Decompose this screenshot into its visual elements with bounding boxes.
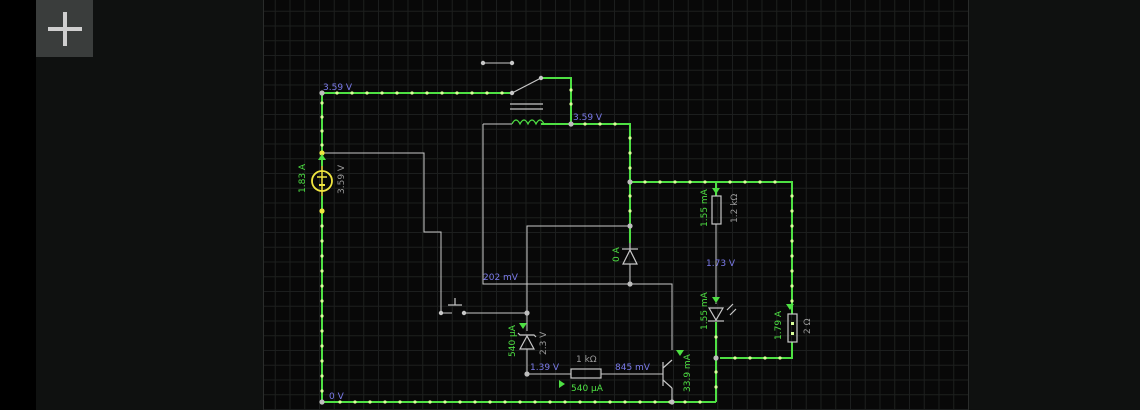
label-load-current: 1.79 A bbox=[774, 310, 784, 340]
load-resistor bbox=[786, 304, 798, 343]
label-battery-current: 1.83 A bbox=[298, 163, 308, 193]
label-right-node-voltage: 845 mV bbox=[615, 363, 651, 373]
battery-source bbox=[311, 150, 333, 214]
diode bbox=[622, 243, 638, 265]
zener-diode bbox=[517, 332, 537, 350]
plus-icon bbox=[47, 11, 82, 46]
label-resistor1-value: 1.2 kΩ bbox=[730, 194, 740, 223]
relay-switch bbox=[510, 77, 545, 126]
zener-current-arrow bbox=[519, 323, 527, 329]
left-panel bbox=[36, 0, 263, 410]
transistor-current-arrow bbox=[676, 350, 684, 356]
label-base-node-voltage: 202 mV bbox=[483, 273, 519, 283]
label-resistor2-current: 540 µA bbox=[571, 384, 604, 394]
label-diode-current: 0 A bbox=[612, 246, 622, 262]
circuit-canvas[interactable] bbox=[263, 0, 969, 410]
label-ground-voltage: 0 V bbox=[329, 392, 345, 402]
label-zener-current: 540 µA bbox=[508, 324, 518, 357]
switch-contacts bbox=[480, 60, 544, 96]
resistor-1-2k bbox=[711, 188, 722, 225]
label-led-current: 1.55 mA bbox=[700, 291, 710, 330]
led bbox=[707, 303, 737, 322]
add-component-button[interactable] bbox=[36, 0, 93, 57]
push-button-contacts bbox=[438, 310, 467, 316]
label-zener-value: 2.3 V bbox=[539, 331, 549, 355]
left-edge bbox=[0, 0, 36, 410]
resistor-1k bbox=[559, 368, 602, 388]
label-battery-voltage: 3.59 V bbox=[337, 164, 347, 194]
right-panel bbox=[969, 0, 1140, 410]
junction-nodes bbox=[319, 90, 719, 405]
label-coil-voltage: 3.59 V bbox=[573, 113, 603, 123]
label-transistor-current: 33.9 mA bbox=[683, 353, 693, 392]
label-resistor2-value: 1 kΩ bbox=[576, 355, 597, 365]
label-mid-node-voltage: 1.73 V bbox=[706, 259, 736, 269]
active-wires bbox=[321, 77, 793, 403]
led-current-arrow bbox=[712, 297, 720, 303]
label-resistor1-current: 1.55 mA bbox=[700, 188, 710, 227]
label-top-left-voltage: 3.59 V bbox=[323, 83, 353, 93]
npn-transistor bbox=[662, 359, 673, 402]
push-button bbox=[448, 298, 462, 306]
label-load-value: 2 Ω bbox=[803, 318, 813, 334]
idle-wires bbox=[322, 62, 717, 375]
current-flow-dots bbox=[320, 88, 794, 404]
label-left-node-voltage: 1.39 V bbox=[530, 363, 560, 373]
